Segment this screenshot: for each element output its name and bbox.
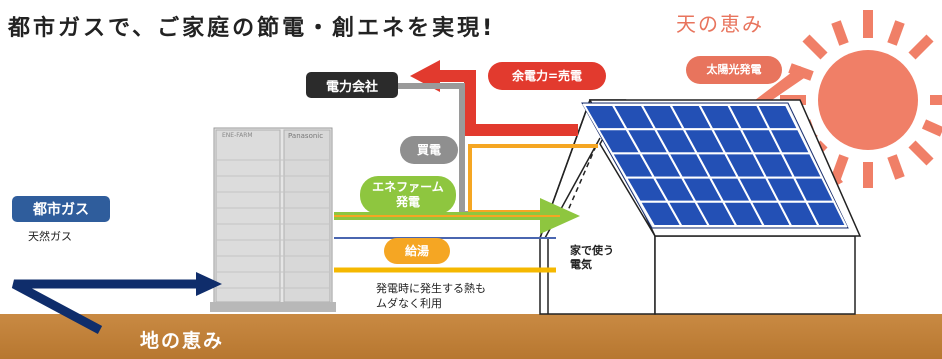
earth-label: 地の恵み xyxy=(140,330,225,352)
fuel-cell-unit xyxy=(210,127,336,312)
heat-note: 発電時に発生する熱も ムダなく利用 xyxy=(376,282,486,310)
enefarm-badge: エネファーム 発電 xyxy=(360,176,456,214)
city-gas-badge: 都市ガス xyxy=(12,196,110,222)
natural-gas-label: 天然ガス xyxy=(28,230,72,243)
solar-cell xyxy=(804,200,848,227)
unit-brand-left: ENE-FARM xyxy=(222,132,253,139)
hotwater-badge: 給湯 xyxy=(384,238,450,264)
enefarm-arrow xyxy=(334,198,580,234)
solar-cells xyxy=(582,104,848,227)
gas-pipe xyxy=(11,272,222,334)
power-company-box: 電力会社 xyxy=(306,72,398,98)
page-title: 都市ガスで、ご家庭の節電・創エネを実現! xyxy=(8,16,496,41)
heaven-label: 天の恵み xyxy=(676,12,764,36)
home-use-label: 家で使う 電気 xyxy=(570,244,614,272)
ground xyxy=(0,314,942,359)
surplus-badge: 余電力=売電 xyxy=(488,62,606,90)
solar-badge: 太陽光発電 xyxy=(686,56,782,84)
unit-brand-right: Panasonic xyxy=(288,132,324,140)
buy-power-badge: 買電 xyxy=(400,136,458,164)
